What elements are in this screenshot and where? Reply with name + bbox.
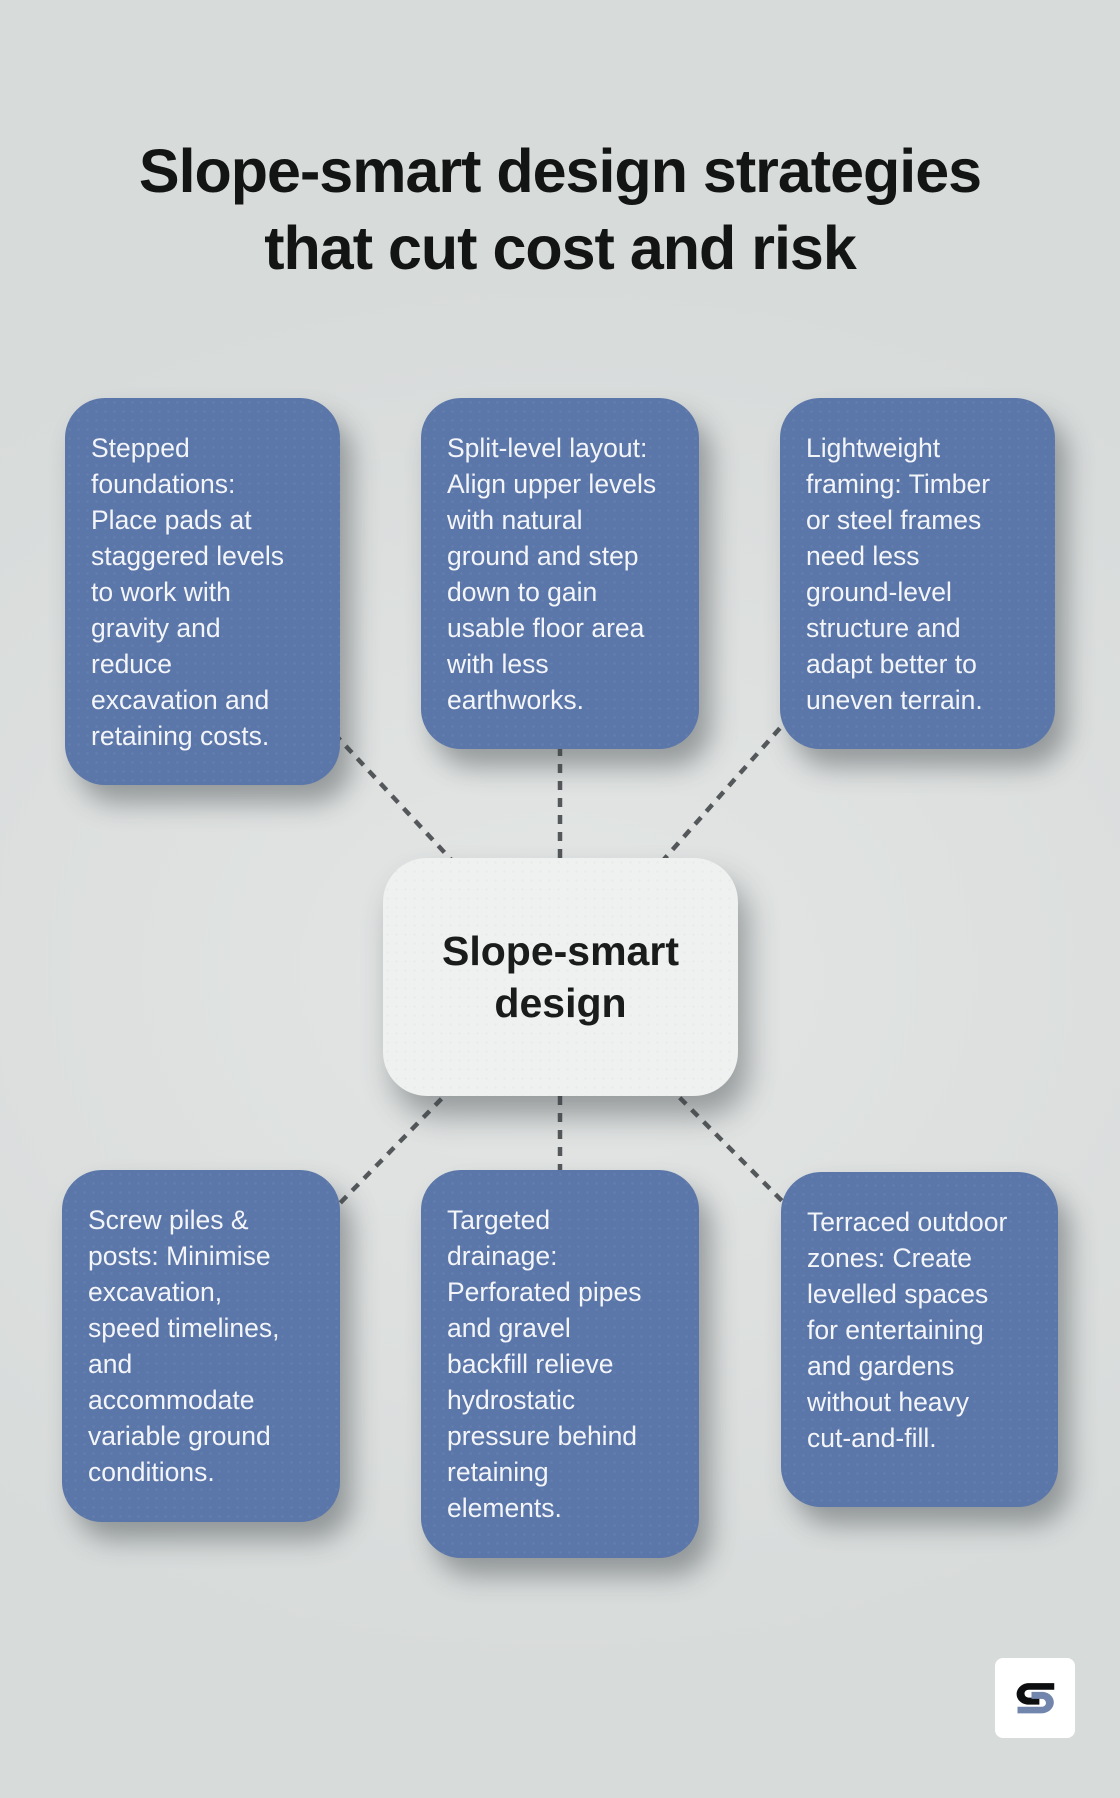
page-title: Slope-smart design strategies that cut c… — [138, 136, 982, 282]
node-stepped-foundations: Stepped foundations: Place pads at stagg… — [65, 398, 340, 785]
s-monogram-icon — [1016, 1683, 1055, 1714]
node-split-level-layout: Split-level layout: Align upper levels w… — [421, 398, 699, 749]
node-lightweight-framing: Lightweight framing: Timber or steel fra… — [780, 398, 1055, 749]
node-screw-piles-posts: Screw piles & posts: Minimise excavation… — [62, 1170, 340, 1522]
brand-logo — [995, 1658, 1075, 1738]
node-terraced-outdoor-zones: Terraced outdoor zones: Create levelled … — [781, 1172, 1058, 1507]
node-targeted-drainage: Targeted drainage: Perforated pipes and … — [421, 1170, 699, 1558]
center-node: Slope-smart design — [383, 858, 738, 1096]
